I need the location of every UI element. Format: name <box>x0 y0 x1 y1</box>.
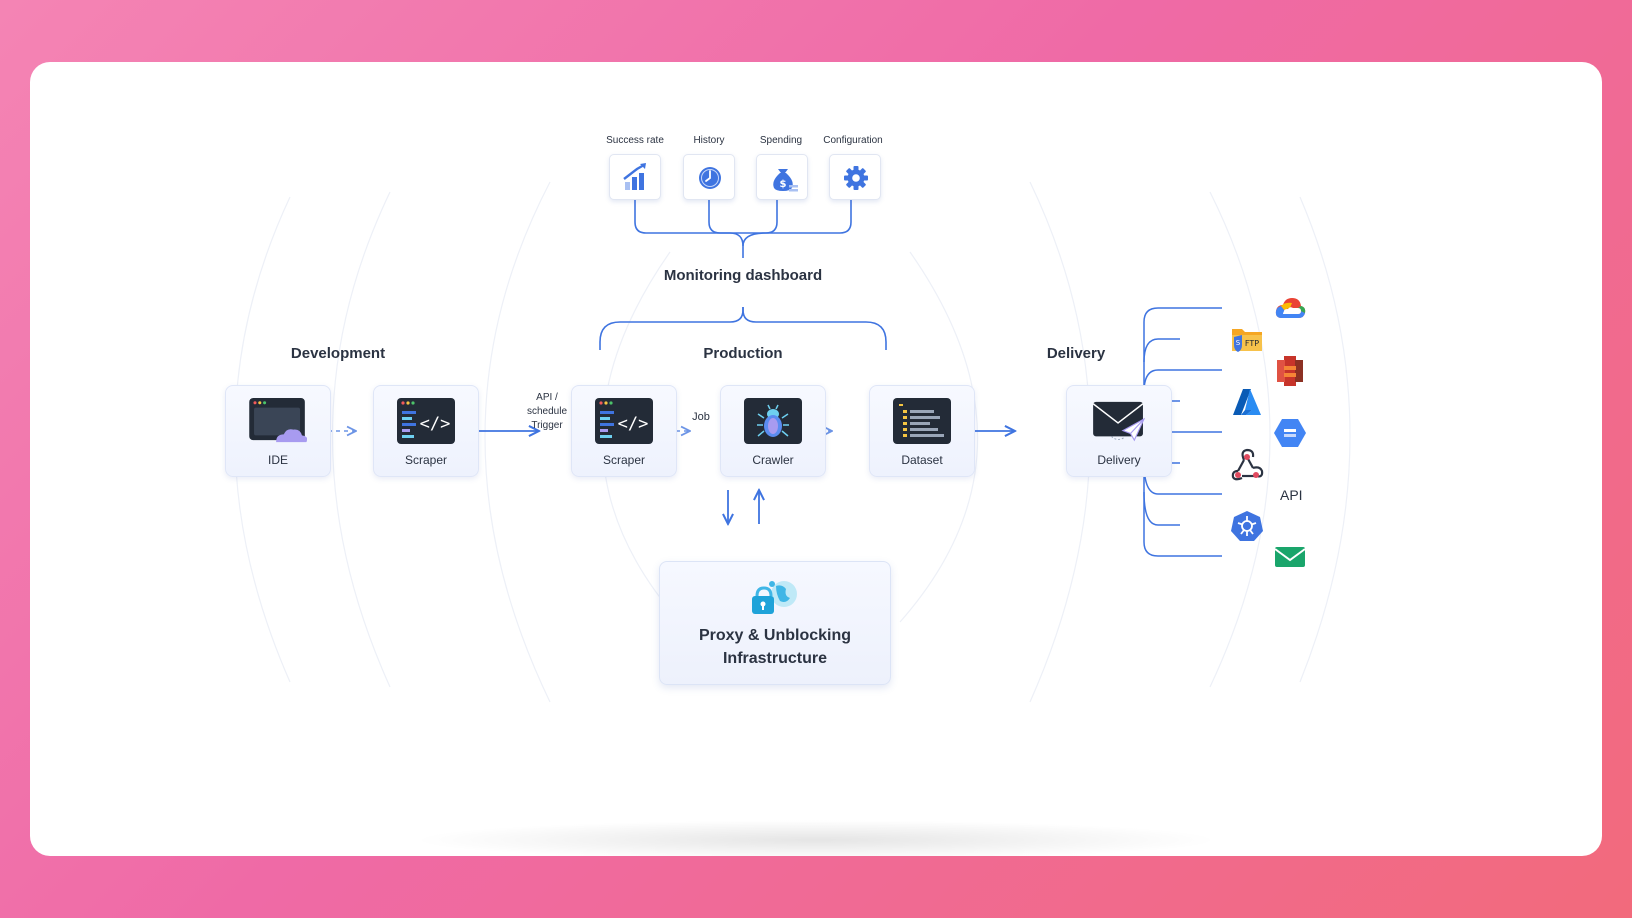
svg-text:$: $ <box>780 179 787 190</box>
proxy-title: Proxy & Unblocking Infrastructure <box>698 627 852 667</box>
dev-scraper-label: Scraper <box>404 453 448 467</box>
monitoring-tree <box>599 200 887 350</box>
unlock-globe-icon <box>752 581 797 614</box>
ide-label: IDE <box>267 453 288 467</box>
trigger-text: API / schedule Trigger <box>526 392 568 431</box>
prod-scraper-label: Scraper <box>602 453 646 467</box>
api-text[interactable]: API <box>1280 487 1303 503</box>
money-bag-icon: $ <box>773 169 798 192</box>
delivery-title: Delivery <box>1046 345 1106 362</box>
proxy-infrastructure-box[interactable]: Proxy & Unblocking Infrastructure <box>659 561 891 685</box>
svg-text:</>: </> <box>420 414 451 434</box>
dataset-node[interactable]: Dataset <box>869 385 975 477</box>
google-cloud-icon[interactable] <box>1273 292 1307 326</box>
job-label: Job <box>692 411 710 423</box>
webhook-icon[interactable] <box>1230 447 1264 481</box>
history-button[interactable] <box>683 154 735 200</box>
monitoring-label-success-rate: Success rate <box>606 135 664 146</box>
email-icon[interactable] <box>1273 540 1307 574</box>
prod-scraper-node[interactable]: </> Scraper <box>571 385 677 477</box>
monitoring-label-configuration: Configuration <box>823 135 883 146</box>
diagram-card: Success rate History Spending Configurat… <box>30 62 1602 856</box>
svg-text:</>: </> <box>618 414 649 434</box>
code-editor-icon: </> <box>397 398 455 444</box>
ide-cloud-icon <box>249 398 307 443</box>
azure-icon[interactable] <box>1230 385 1264 419</box>
monitoring-label-history: History <box>693 135 725 146</box>
configuration-button[interactable] <box>829 154 881 200</box>
dataset-icon <box>893 398 951 444</box>
svg-text:S: S <box>1236 339 1241 347</box>
development-title: Development <box>290 345 386 362</box>
chart-up-icon <box>623 163 646 190</box>
svg-text:FTP: FTP <box>1245 339 1259 348</box>
spending-button[interactable]: $ <box>756 154 808 200</box>
google-cloud-storage-icon[interactable] <box>1273 416 1307 450</box>
ide-node[interactable]: IDE <box>225 385 331 477</box>
kubernetes-icon[interactable] <box>1230 509 1264 543</box>
dataset-label: Dataset <box>901 453 943 467</box>
delivery-node[interactable]: Delivery <box>1066 385 1172 477</box>
dev-scraper-node[interactable]: </> Scraper <box>373 385 479 477</box>
code-editor-icon: </> <box>595 398 653 444</box>
production-title: Production <box>703 345 783 362</box>
crawler-label: Crawler <box>752 453 794 467</box>
trigger-label: API / schedule Trigger <box>514 391 580 433</box>
bug-icon <box>744 398 802 444</box>
sftp-icon[interactable]: S FTP <box>1230 323 1264 357</box>
crawler-node[interactable]: Crawler <box>720 385 826 477</box>
monitoring-label-spending: Spending <box>759 135 803 146</box>
delivery-label: Delivery <box>1097 453 1141 467</box>
monitoring-dashboard-title: Monitoring dashboard <box>663 267 823 284</box>
success-rate-button[interactable] <box>609 154 661 200</box>
clock-icon <box>699 167 721 189</box>
envelope-send-icon <box>1092 401 1146 442</box>
aws-s3-icon[interactable] <box>1273 354 1307 388</box>
gear-icon <box>844 166 868 190</box>
